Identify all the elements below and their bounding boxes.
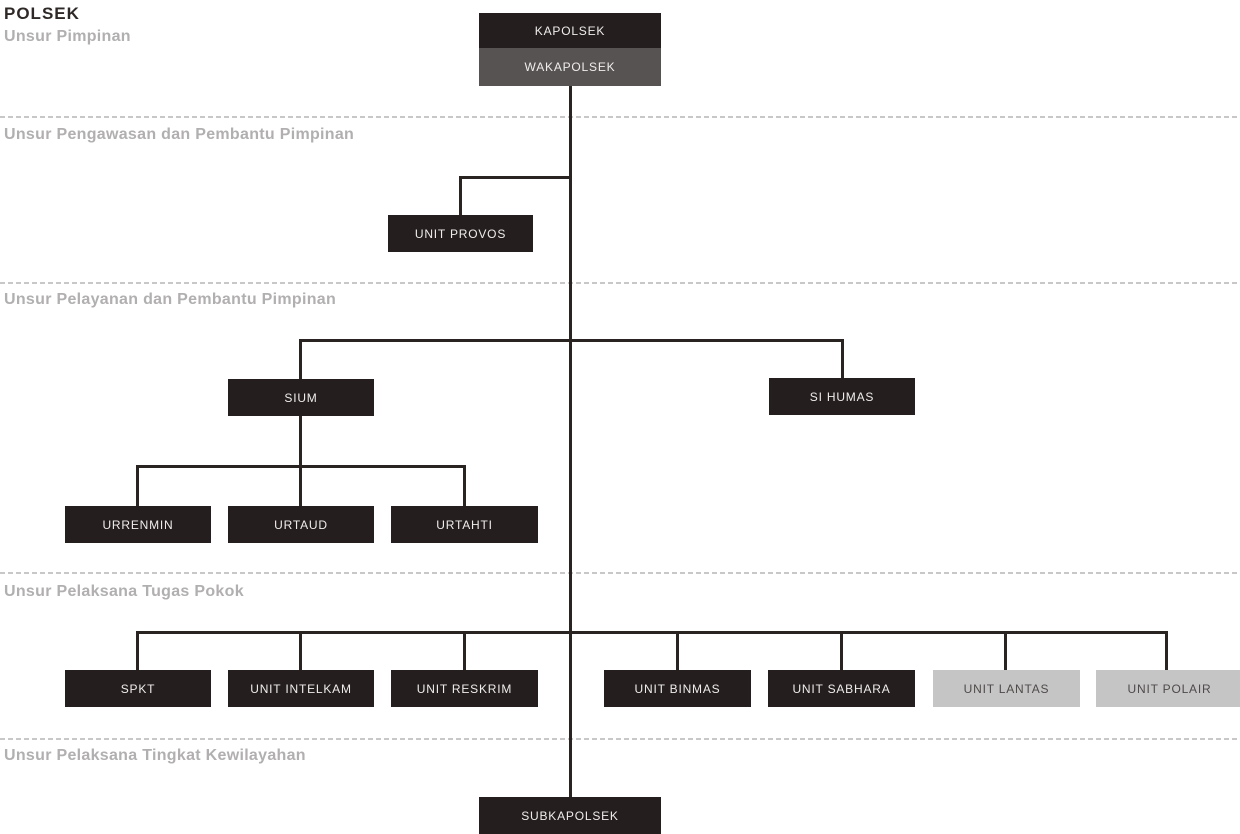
- connector-lantas-drop: [1004, 631, 1007, 670]
- connector-urtaud-drop: [299, 465, 302, 506]
- connector-spkt-drop: [136, 631, 139, 670]
- connector-binmas-drop: [676, 631, 679, 670]
- node-unit-intelkam: UNIT INTELKAM: [228, 670, 374, 707]
- page-title: POLSEK: [4, 4, 80, 23]
- connector-sihumas-drop: [841, 339, 844, 379]
- node-urrenmin: URRENMIN: [65, 506, 211, 543]
- node-urtahti: URTAHTI: [391, 506, 538, 543]
- node-unit-binmas: UNIT BINMAS: [604, 670, 751, 707]
- node-unit-lantas: UNIT LANTAS: [933, 670, 1080, 707]
- node-wakapolsek: WAKAPOLSEK: [479, 48, 661, 86]
- connector-pokok-horizontal: [136, 631, 1168, 634]
- connector-intelkam-drop: [299, 631, 302, 670]
- section-label-pelayanan: Unsur Pelayanan dan Pembantu Pimpinan: [4, 291, 337, 308]
- node-kapolsek: KAPOLSEK: [479, 13, 661, 48]
- node-unit-reskrim: UNIT RESKRIM: [391, 670, 538, 707]
- node-subkapolsek: SUBKAPOLSEK: [479, 797, 661, 834]
- connector-polair-drop: [1165, 631, 1168, 670]
- section-label-kewilayahan: Unsur Pelaksana Tingkat Kewilayahan: [4, 747, 306, 764]
- connector-reskrim-drop: [463, 631, 466, 670]
- connector-pelayanan-horizontal: [299, 339, 844, 342]
- connector-sium-down: [299, 416, 302, 467]
- section-label-pengawasan: Unsur Pengawasan dan Pembantu Pimpinan: [4, 126, 355, 143]
- node-urtaud: URTAUD: [228, 506, 374, 543]
- node-si-humas: SI HUMAS: [769, 378, 915, 415]
- connector-sabhara-drop: [840, 631, 843, 670]
- section-label-pelaksana-pokok: Unsur Pelaksana Tugas Pokok: [4, 583, 244, 600]
- connector-urrenmin-drop: [136, 465, 139, 506]
- section-divider-4: [0, 738, 1240, 740]
- connector-provos-drop: [459, 176, 462, 215]
- node-unit-provos: UNIT PROVOS: [388, 215, 533, 252]
- node-spkt: SPKT: [65, 670, 211, 707]
- section-divider-1: [0, 116, 1240, 118]
- connector-urtahti-drop: [463, 465, 466, 506]
- section-divider-3: [0, 572, 1240, 574]
- connector-main-vertical: [569, 86, 572, 797]
- connector-provos-horizontal: [459, 176, 572, 179]
- node-unit-sabhara: UNIT SABHARA: [768, 670, 915, 707]
- connector-sium-drop: [299, 339, 302, 379]
- section-label-pimpinan: Unsur Pimpinan: [4, 28, 131, 45]
- node-unit-polair: UNIT POLAIR: [1096, 670, 1240, 707]
- section-divider-2: [0, 282, 1240, 284]
- node-sium: SIUM: [228, 379, 374, 416]
